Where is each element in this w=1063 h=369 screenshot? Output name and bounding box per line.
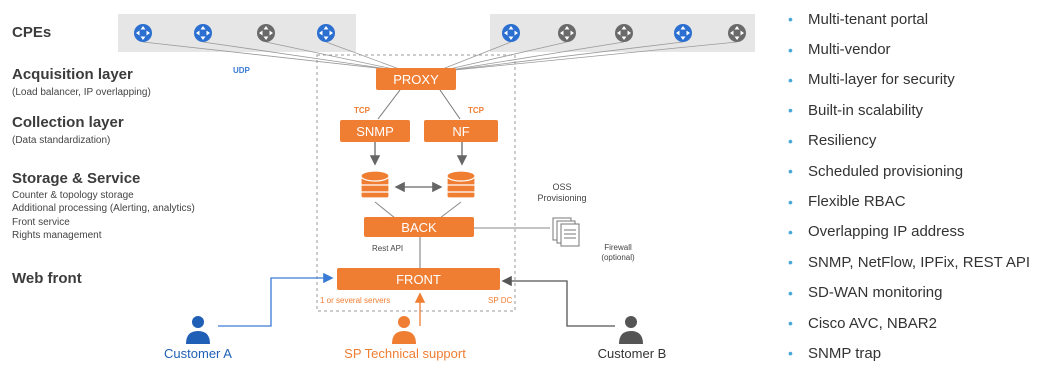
feature-label: Cisco AVC, NBAR2 — [808, 314, 937, 332]
bullet-icon: • — [788, 254, 793, 271]
feature-label: SNMP trap — [808, 344, 882, 362]
firewall-label: Firewall (optional) — [590, 243, 646, 263]
feature-label: SNMP, NetFlow, IPFix, REST API — [808, 253, 1031, 271]
router-icon — [557, 23, 577, 48]
proxy-to-nf-line — [439, 89, 461, 120]
feature-item: • Built-in scalability — [788, 95, 1063, 125]
cpe-band-left — [118, 14, 356, 52]
bullet-icon: • — [788, 11, 793, 28]
feature-item: • Resiliency — [788, 126, 1063, 156]
customer-b-label: Customer B — [597, 346, 667, 361]
tcp-label-left: TCP — [354, 106, 370, 115]
tcp-label-right: TCP — [468, 106, 484, 115]
bullet-icon: • — [788, 193, 793, 210]
bullet-icon: • — [788, 163, 793, 180]
sp-dc-boundary — [316, 54, 516, 312]
feature-item: • Multi-vendor — [788, 34, 1063, 64]
feature-label: Flexible RBAC — [808, 193, 906, 211]
bullet-icon: • — [788, 315, 793, 332]
storage-line: Front service — [12, 217, 70, 228]
person-icon — [186, 316, 210, 344]
bullet-icon: • — [788, 102, 793, 119]
feature-label: Built-in scalability — [808, 101, 924, 119]
servers-label: 1 or several servers — [320, 296, 391, 305]
storage-service-title: Storage & Service — [12, 170, 141, 187]
collection-layer-title: Collection layer — [12, 114, 124, 131]
sp-support-label: SP Technical support — [344, 346, 466, 361]
feature-item: • Multi-tenant portal — [788, 4, 1063, 34]
bullet-icon: • — [788, 132, 793, 149]
bullet-icon: • — [788, 223, 793, 240]
feature-label: Overlapping IP address — [808, 223, 965, 241]
database-icon — [446, 170, 476, 199]
customer-a-arrow — [218, 272, 334, 327]
bullet-icon: • — [788, 284, 793, 301]
collection-layer-subtitle: (Data standardization) — [12, 135, 111, 146]
udp-label: UDP — [233, 66, 250, 75]
customer-a-label: Customer A — [164, 346, 232, 361]
feature-label: SD-WAN monitoring — [808, 284, 943, 302]
nf-box: NF — [424, 120, 498, 142]
back-box: BACK — [364, 217, 474, 237]
router-icon — [256, 23, 276, 48]
architecture-diagram: CPEs Acquisition layer (Load balancer, I… — [12, 11, 1030, 362]
feature-item: • SNMP, NetFlow, IPFix, REST API — [788, 247, 1063, 277]
feature-label: Multi-tenant portal — [808, 10, 929, 28]
storage-line: Rights management — [12, 230, 102, 241]
bullet-icon: • — [788, 71, 793, 88]
document-stack-icon — [552, 217, 580, 247]
snmp-box: SNMP — [340, 120, 410, 142]
acquisition-layer-title: Acquisition layer — [12, 66, 133, 83]
feature-item: • SNMP trap — [788, 338, 1063, 368]
features-list: • Multi-tenant portal • Multi-vendor • Multi-… — [788, 4, 1063, 369]
db-to-back-line — [439, 201, 462, 219]
bullet-icon: • — [788, 41, 793, 58]
person-icon — [619, 316, 643, 344]
oss-label: OSS Provisioning — [530, 182, 594, 204]
feature-item: • Overlapping IP address — [788, 217, 1063, 247]
storage-line: Additional processing (Alerting, analyti… — [12, 203, 195, 214]
acquisition-layer-subtitle: (Load balancer, IP overlapping) — [12, 87, 151, 98]
router-icon — [673, 23, 693, 48]
router-icon — [193, 23, 213, 48]
connections-layer — [142, 41, 738, 344]
proxy-box: PROXY — [376, 68, 456, 90]
router-icon — [614, 23, 634, 48]
feature-label: Multi-vendor — [808, 41, 891, 59]
front-box: FRONT — [337, 268, 500, 290]
router-icon — [316, 23, 336, 48]
feature-item: • SD-WAN monitoring — [788, 278, 1063, 308]
feature-label: Scheduled provisioning — [808, 162, 964, 180]
person-icon — [392, 316, 416, 344]
web-front-title: Web front — [12, 270, 82, 287]
feature-item: • Cisco AVC, NBAR2 — [788, 308, 1063, 338]
feature-label: Multi-layer for security — [808, 71, 955, 89]
router-icon — [727, 23, 747, 48]
db-to-back-line — [374, 201, 396, 219]
oss-label-line: Provisioning — [537, 193, 587, 203]
oss-label-line: OSS — [552, 182, 572, 192]
database-icon — [360, 170, 390, 199]
customer-b-arrow — [501, 275, 615, 327]
feature-item: • Flexible RBAC — [788, 186, 1063, 216]
sp-dc-label: SP DC — [488, 296, 513, 305]
feature-label: Resiliency — [808, 132, 877, 150]
firewall-label-line: (optional) — [601, 253, 635, 262]
feature-item: • Scheduled provisioning — [788, 156, 1063, 186]
bullet-icon: • — [788, 345, 793, 362]
firewall-label-line: Firewall — [604, 243, 632, 252]
router-icon — [133, 23, 153, 48]
rest-api-label: Rest API — [372, 244, 404, 253]
router-icon — [501, 23, 521, 48]
storage-line: Counter & topology storage — [12, 190, 134, 201]
cpes-title: CPEs — [12, 24, 52, 41]
proxy-to-snmp-line — [377, 89, 401, 120]
cpe-to-proxy-lines — [142, 41, 738, 71]
feature-item: • Multi-layer for security — [788, 65, 1063, 95]
